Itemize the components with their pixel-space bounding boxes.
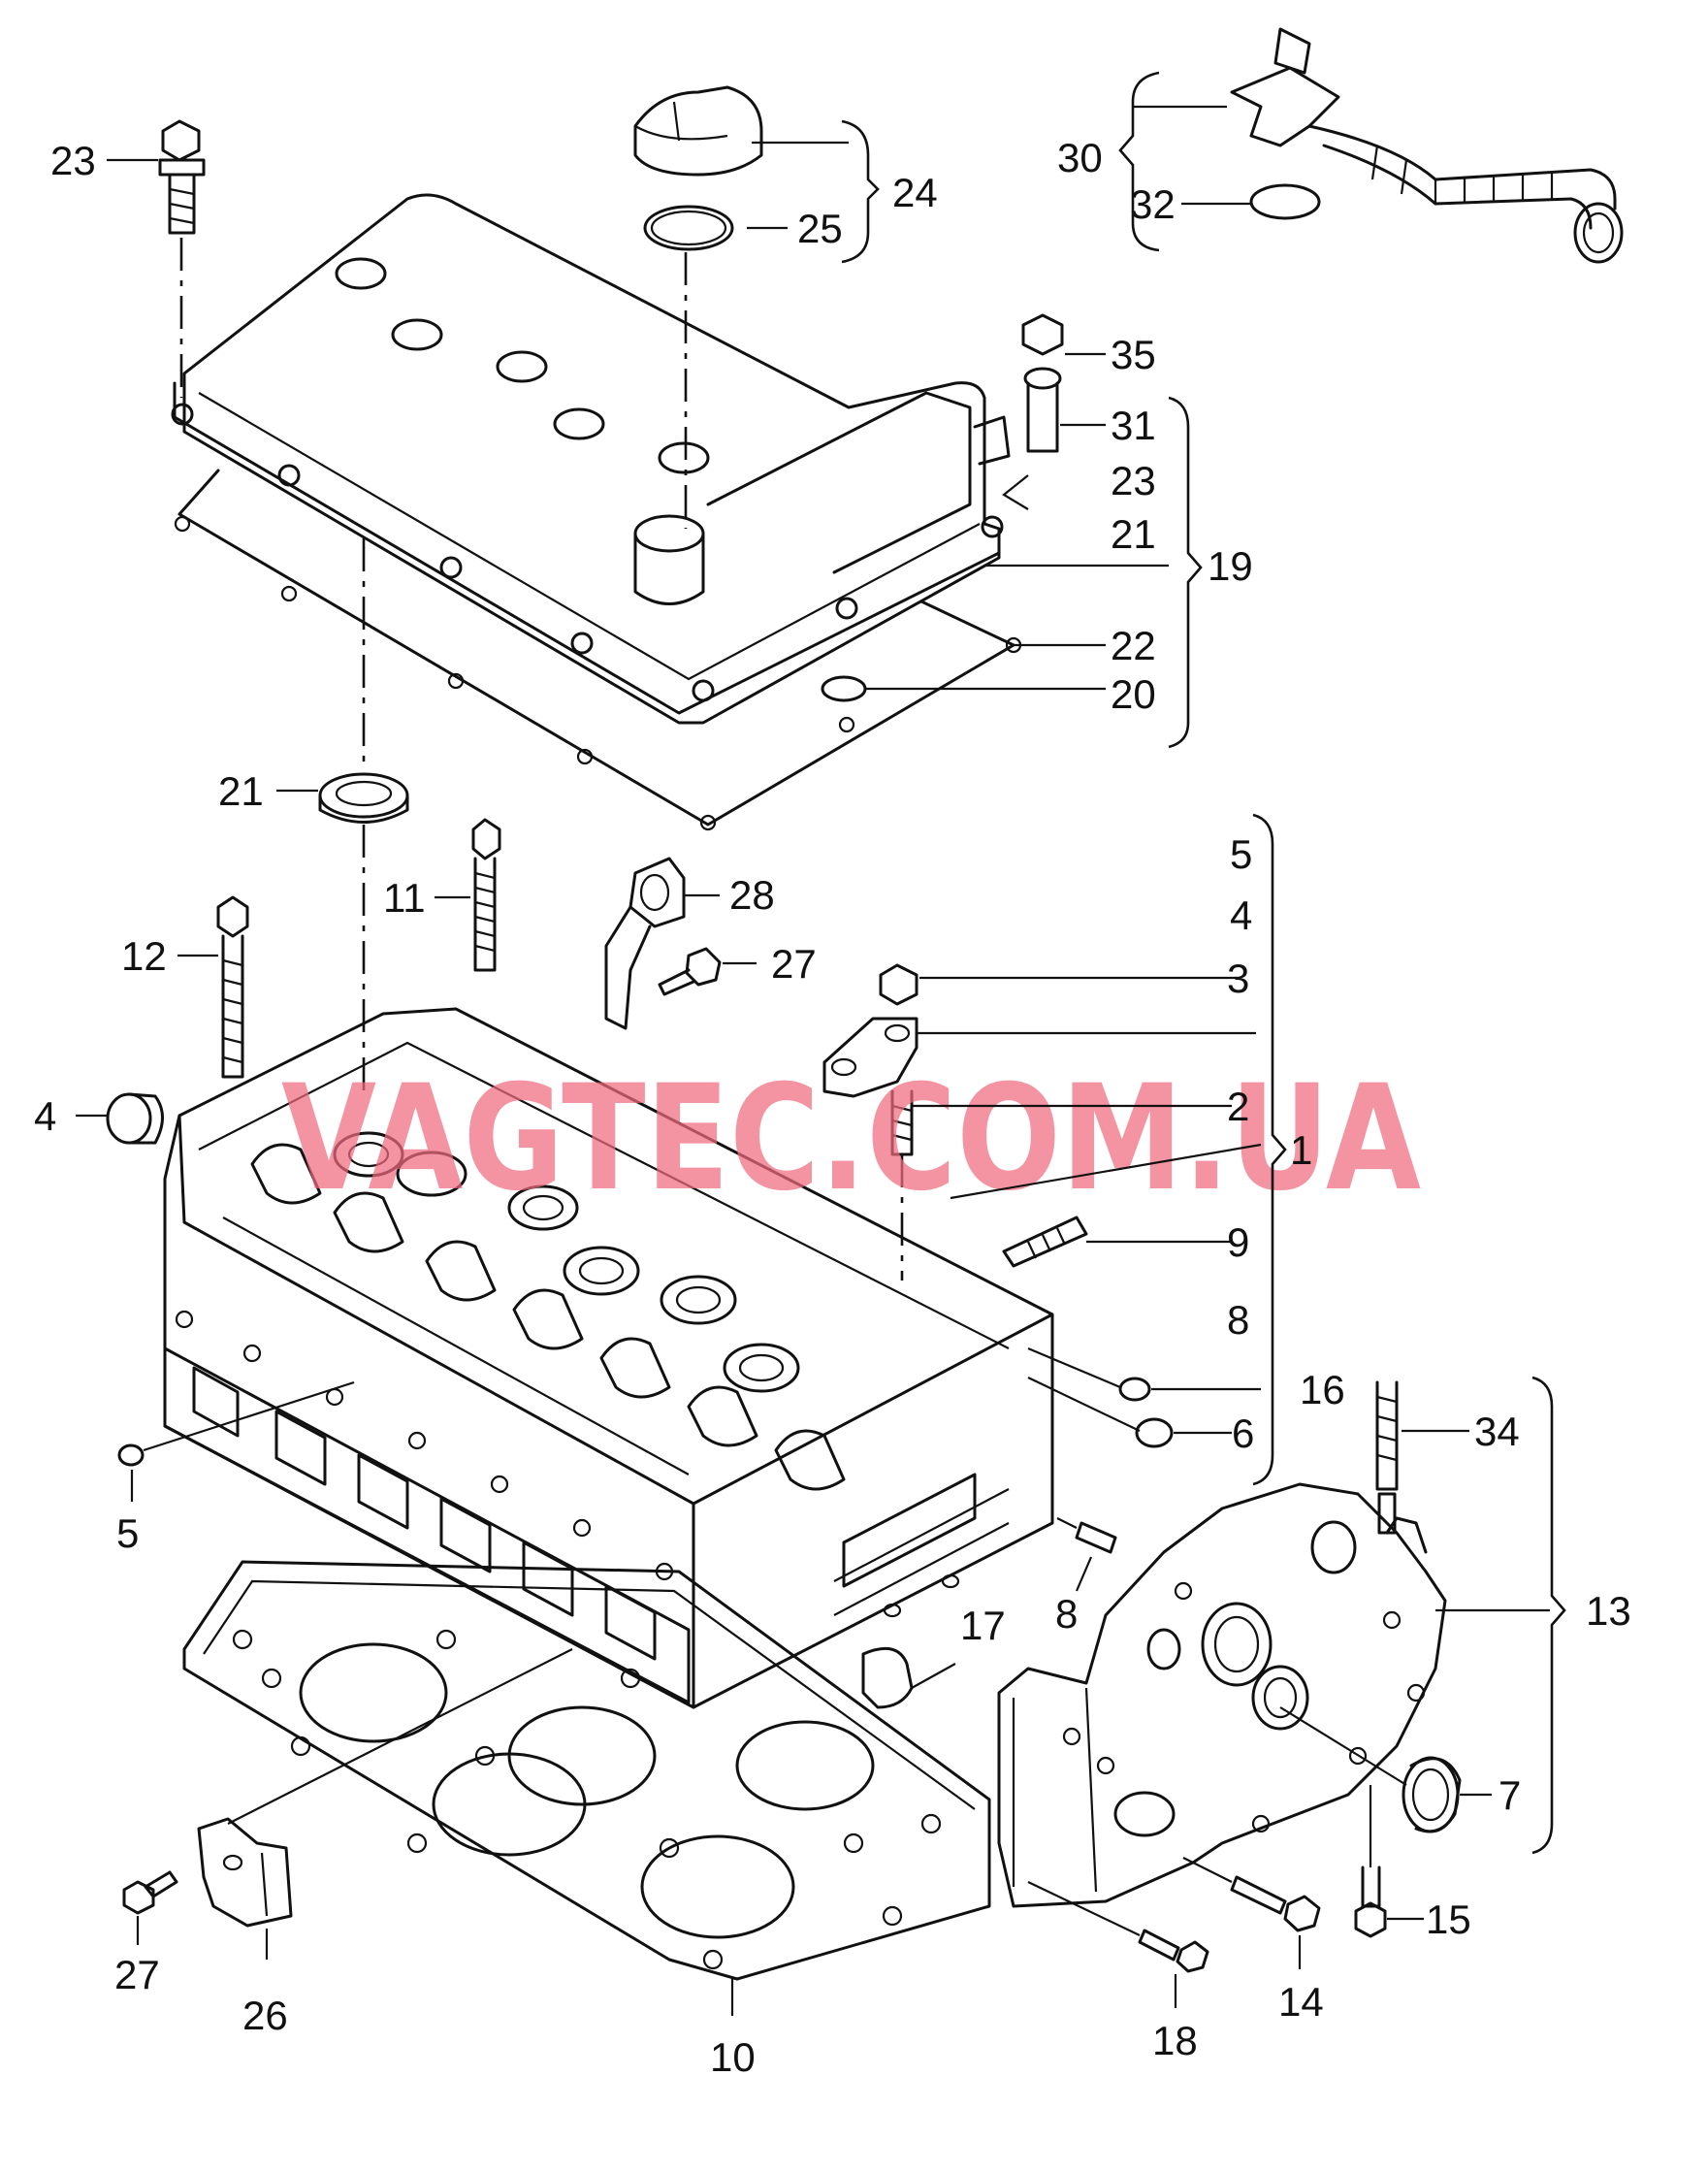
callout-8-b: 8 <box>1055 1591 1078 1637</box>
callout-27-top: 27 <box>771 941 817 987</box>
watermark-text: VAGTEC.COM.UA <box>281 1054 1421 1223</box>
callout-labels: 23 24 25 30 32 35 31 23 21 19 22 20 21 5… <box>34 135 1631 2080</box>
shaft-seal-icon <box>1402 1756 1462 1833</box>
seal-16-icon <box>1118 1377 1151 1402</box>
hex-nut-icon <box>1021 313 1064 356</box>
callout-6: 6 <box>1232 1411 1254 1456</box>
callout-24: 24 <box>892 170 938 215</box>
dowel-pin-icon <box>1075 1521 1117 1554</box>
bearing-cap-icon <box>822 1017 918 1098</box>
callout-5-left: 5 <box>116 1510 139 1556</box>
bolt-27b-icon <box>122 1870 178 1915</box>
callout-22: 22 <box>1111 623 1156 668</box>
bolt-23-icon <box>158 119 206 235</box>
bolt-12-icon <box>216 895 249 1079</box>
oil-filler-cap-icon <box>633 85 763 177</box>
callout-7: 7 <box>1499 1772 1521 1818</box>
plug-4-icon <box>106 1092 164 1145</box>
timing-cover-icon <box>997 1482 1447 1908</box>
callout-23-left: 23 <box>50 138 96 183</box>
callout-2: 2 <box>1227 1084 1249 1129</box>
seal-ring-icon <box>1249 183 1321 220</box>
callout-15: 15 <box>1426 1897 1471 1942</box>
bolt-14-icon <box>1230 1875 1321 1932</box>
bolt-15-icon <box>1354 1785 1387 1938</box>
bolt-11-icon <box>471 818 501 972</box>
callout-32: 32 <box>1130 181 1176 227</box>
stud-34-icon <box>1375 1380 1399 1535</box>
callout-11: 11 <box>383 875 426 921</box>
callout-4-right: 4 <box>1230 892 1252 938</box>
callout-21-right: 21 <box>1111 511 1156 557</box>
nut-3-icon <box>879 963 918 1006</box>
callout-3: 3 <box>1227 956 1249 1001</box>
callout-27-bottom: 27 <box>114 1952 160 1997</box>
bracket-icon <box>197 1817 293 1928</box>
flange-gasket-icon <box>861 1646 914 1709</box>
o-ring-icon <box>643 205 734 251</box>
callout-1: 1 <box>1290 1127 1312 1173</box>
callout-18: 18 <box>1152 2018 1198 2063</box>
callout-8-a: 8 <box>1227 1297 1249 1343</box>
callout-13: 13 <box>1586 1588 1631 1634</box>
valve-cover-gasket-icon <box>174 469 1022 831</box>
callout-14: 14 <box>1278 1979 1324 2025</box>
bolt-18-icon <box>1138 1929 1209 1973</box>
callout-28: 28 <box>729 872 775 918</box>
callout-35: 35 <box>1111 332 1156 377</box>
lifting-eye-icon <box>604 857 686 1030</box>
callout-19: 19 <box>1208 543 1253 589</box>
callout-5-right: 5 <box>1230 831 1252 877</box>
spacer-sleeve-icon <box>1023 367 1062 453</box>
valve-cover-icon <box>171 193 1011 725</box>
seal-washer-icon <box>821 675 867 702</box>
leader-lines <box>76 105 1550 2016</box>
callout-34: 34 <box>1474 1409 1520 1454</box>
callout-21-left: 21 <box>218 768 264 814</box>
callout-12: 12 <box>121 933 167 979</box>
callout-31: 31 <box>1111 403 1156 448</box>
callout-20: 20 <box>1111 671 1156 717</box>
callout-17: 17 <box>960 1603 1006 1648</box>
bolt-27-icon <box>658 947 722 996</box>
breather-hose-icon <box>1230 27 1624 264</box>
callout-10: 10 <box>710 2034 756 2080</box>
head-gasket-icon <box>182 1560 991 1981</box>
callout-25: 25 <box>797 206 843 251</box>
grommet-icon <box>318 772 409 824</box>
seal-6-icon <box>1135 1417 1174 1448</box>
group-braces <box>841 71 1566 1855</box>
callout-26: 26 <box>242 1993 288 2038</box>
callout-9: 9 <box>1227 1219 1249 1265</box>
callout-16: 16 <box>1300 1367 1345 1412</box>
callout-23-right: 23 <box>1111 458 1156 503</box>
callout-30: 30 <box>1057 135 1103 180</box>
stud-9-icon <box>1002 1216 1088 1268</box>
callout-4-left: 4 <box>34 1093 56 1139</box>
seal-5-icon <box>117 1443 145 1467</box>
